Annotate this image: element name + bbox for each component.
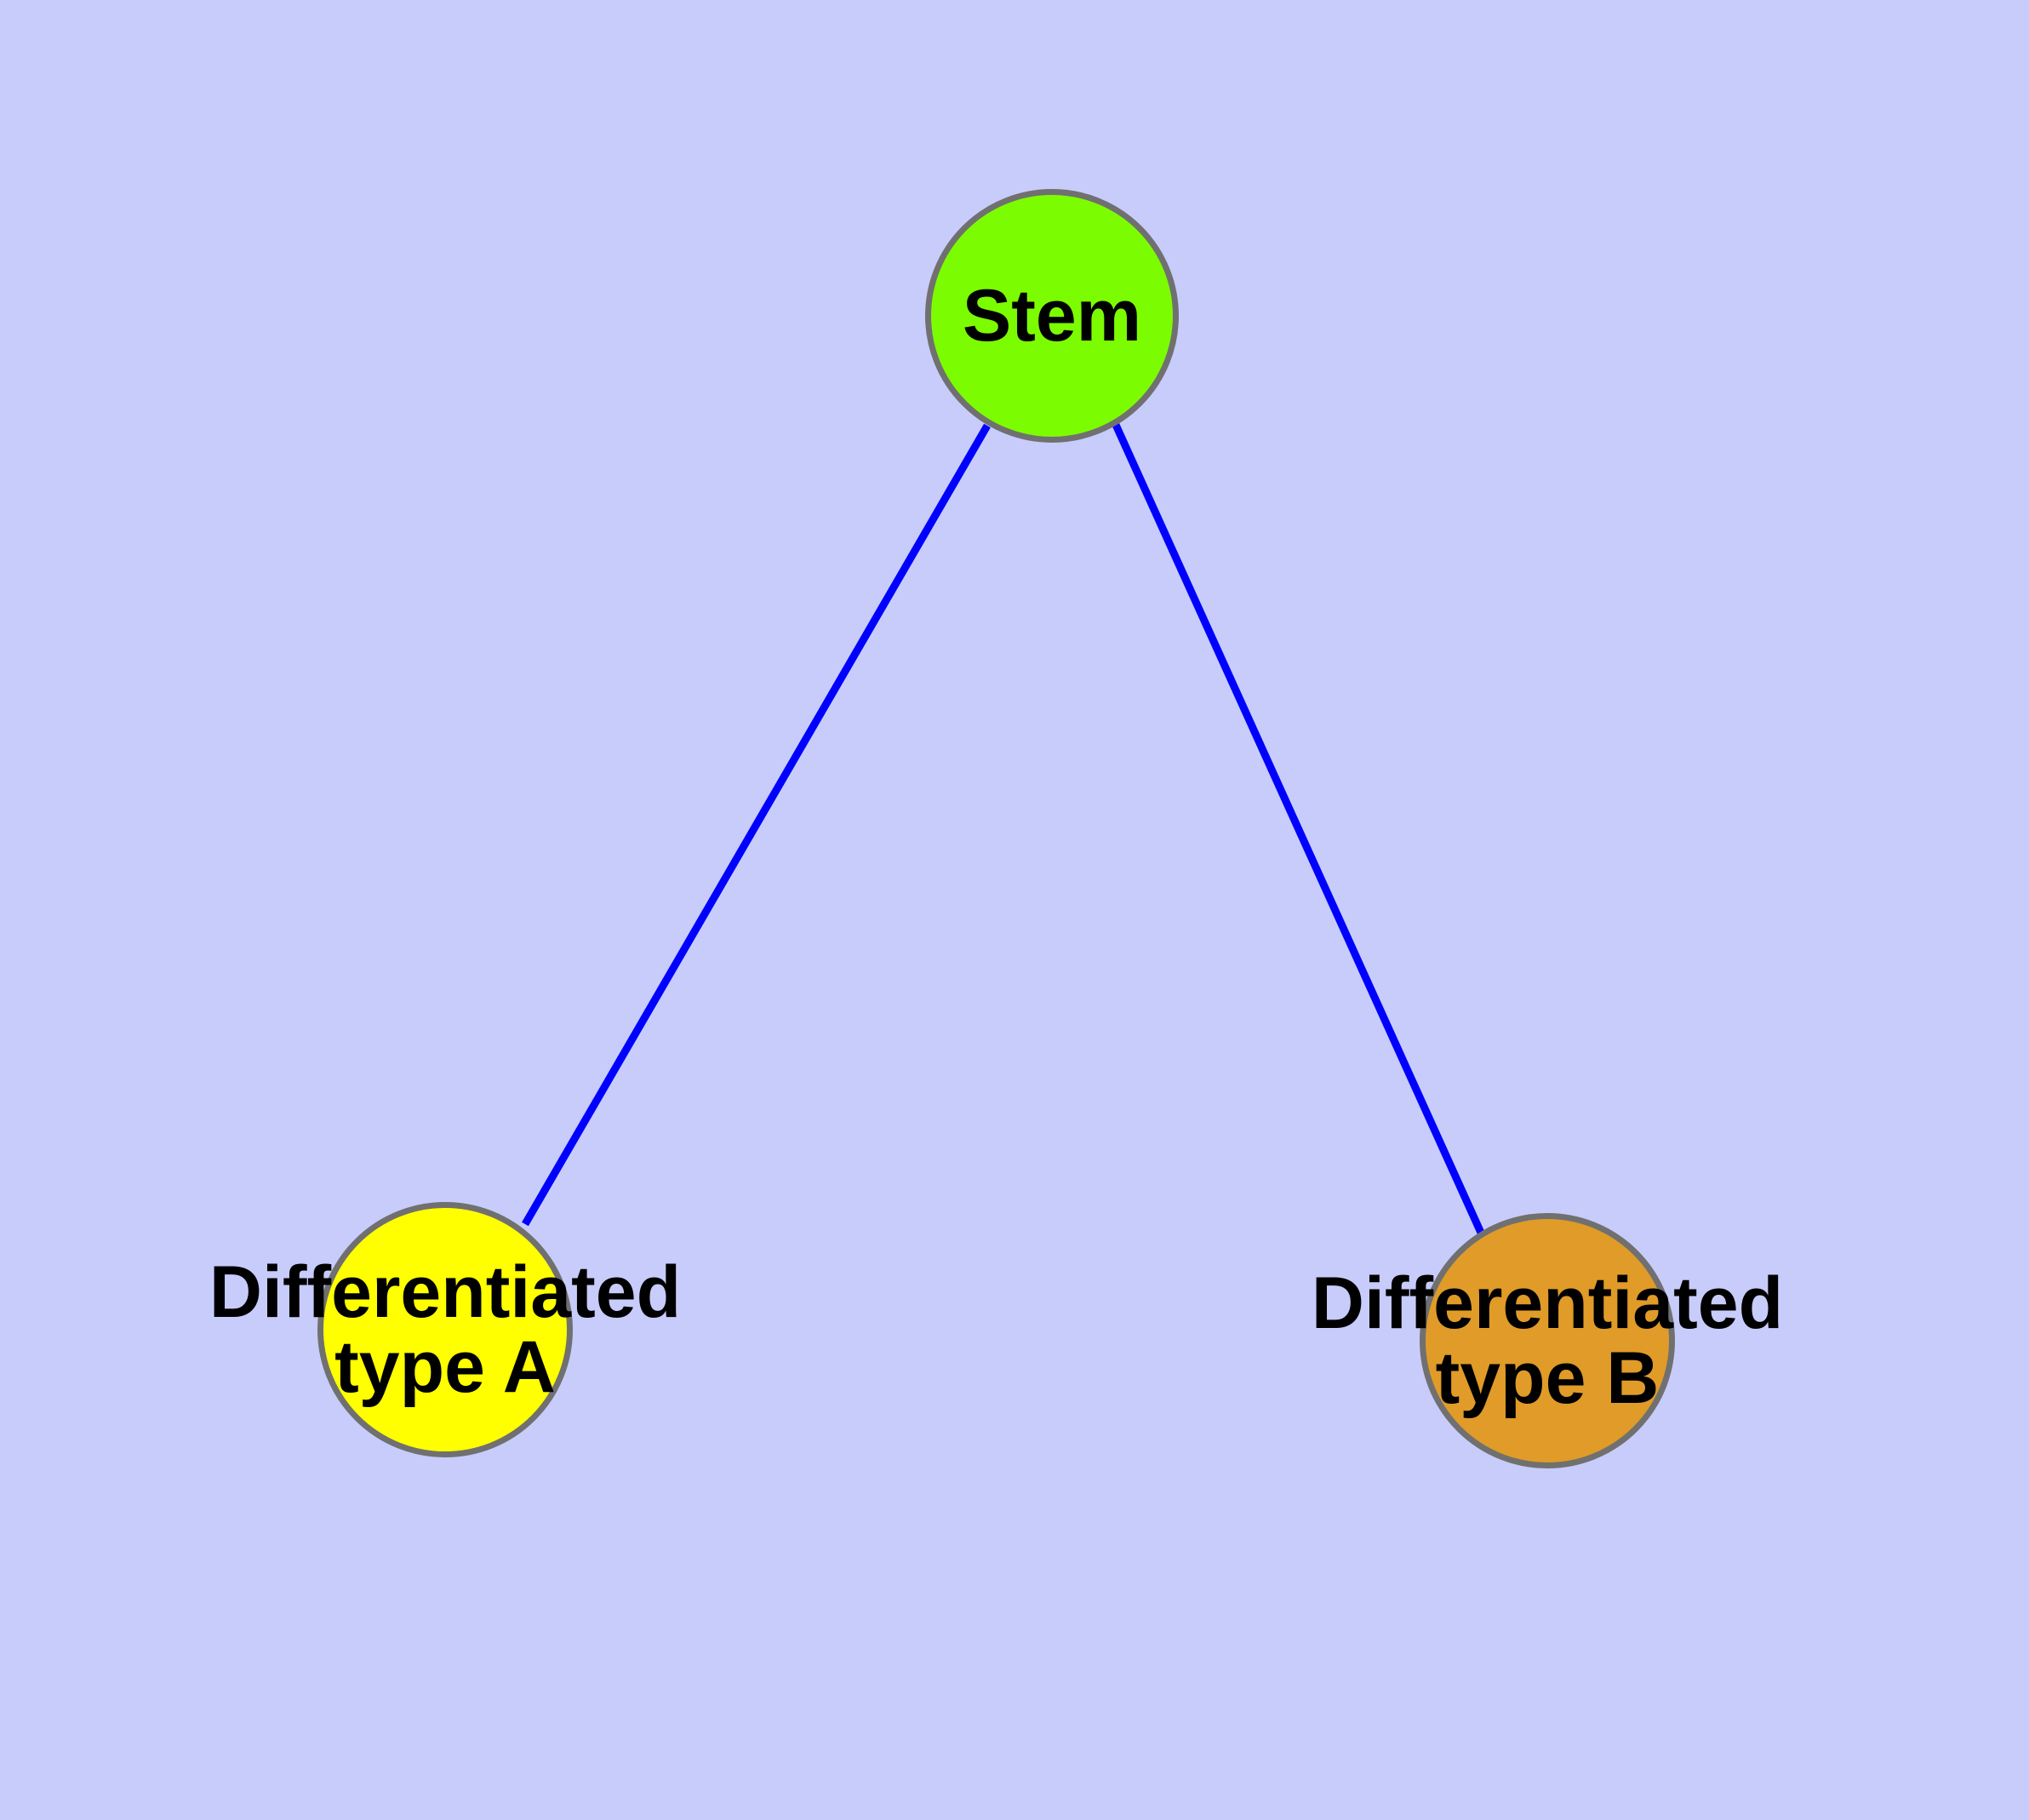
graph-node-diff-a[interactable]	[317, 1202, 573, 1457]
edge-layer	[522, 423, 1485, 1234]
graph-node-stem[interactable]	[925, 189, 1179, 443]
node-layer	[317, 189, 1675, 1468]
graph-edge-stem-to-diff-b[interactable]	[1112, 423, 1485, 1234]
graph-node-diff-b[interactable]	[1420, 1213, 1675, 1468]
graph-edge-stem-to-diff-a[interactable]	[522, 423, 991, 1227]
